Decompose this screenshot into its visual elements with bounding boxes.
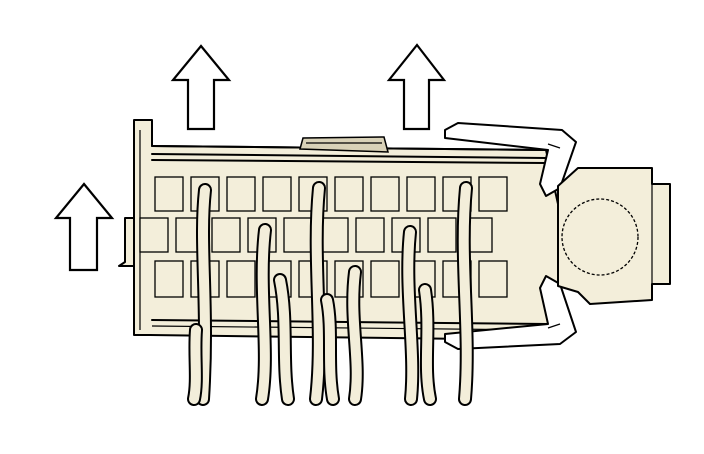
wire	[311, 183, 324, 404]
terminal-cavity	[478, 260, 508, 298]
terminal-cavity	[226, 260, 256, 298]
terminal-cavity	[319, 217, 349, 253]
wire	[420, 285, 435, 404]
terminal-cavity	[427, 217, 457, 253]
terminal-cavity	[406, 176, 436, 212]
terminal-cavity	[211, 217, 241, 253]
terminal-cavity	[370, 176, 400, 212]
terminal-cavity	[154, 176, 184, 212]
wire	[257, 225, 270, 404]
wire	[403, 227, 418, 404]
wire	[275, 275, 293, 404]
terminal-cavity	[370, 260, 400, 298]
up-arrow-icon	[386, 43, 447, 131]
boss-circle	[561, 198, 639, 276]
terminal-cavity	[154, 260, 184, 298]
wire	[458, 183, 472, 404]
lower-latch	[444, 275, 577, 350]
lock-tab	[299, 136, 389, 153]
terminal-cavity	[139, 217, 169, 253]
wire	[322, 295, 338, 404]
terminal-cavity	[355, 217, 385, 253]
wire	[189, 325, 201, 404]
terminal-cavity	[262, 176, 292, 212]
rear-housing	[557, 167, 671, 305]
wire	[198, 185, 210, 404]
terminal-cavity	[283, 217, 313, 253]
terminal-cavity	[226, 176, 256, 212]
upper-latch	[444, 122, 577, 197]
up-arrow-icon	[170, 44, 232, 131]
terminal-cavity	[478, 176, 508, 212]
wire-bundle	[187, 181, 474, 406]
terminal-cavity	[334, 176, 364, 212]
wire	[348, 267, 362, 404]
up-arrow-icon	[53, 182, 115, 272]
